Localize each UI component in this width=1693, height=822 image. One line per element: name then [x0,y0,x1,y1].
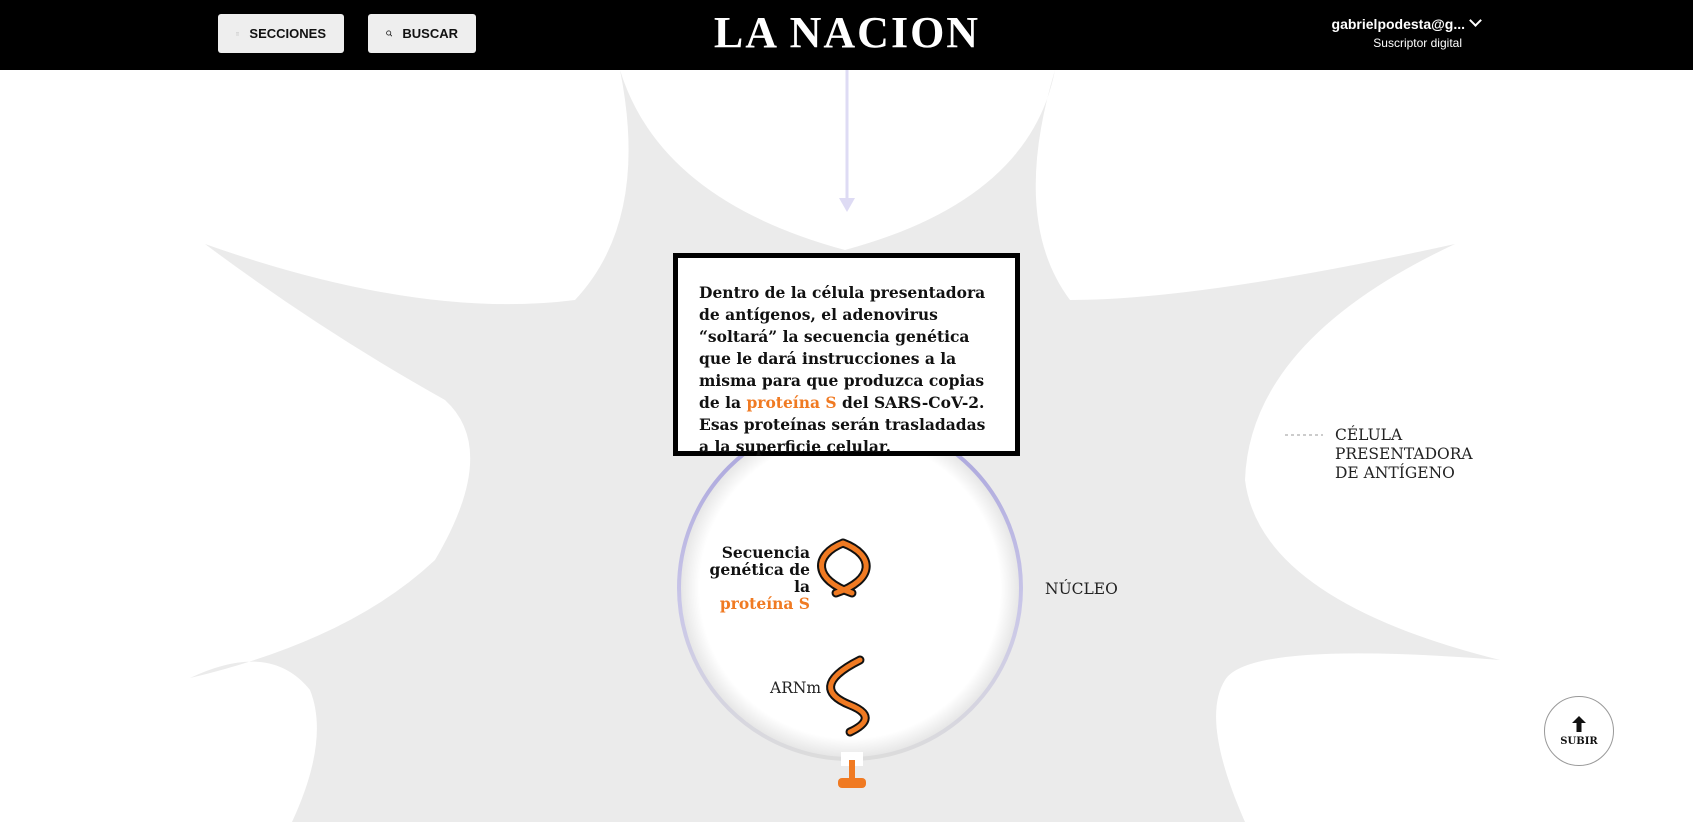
chevron-down-icon [1469,14,1482,27]
user-email: gabrielpodesta@g... [1331,16,1465,32]
cell-label-line2: PRESENTADORA [1335,445,1473,463]
explanation-text-part1: Dentro de la célula presentadora de antí… [699,283,986,412]
dna-sequence-glyph [817,538,871,598]
cell-label-line3: DE ANTÍGENO [1335,464,1455,482]
scroll-to-top-button[interactable]: SUBIR [1544,696,1614,766]
la-nacion-logo[interactable]: LA NACION [713,8,981,57]
mrna-label: ARNm [770,679,822,697]
sections-menu-label: SECCIONES [249,26,326,41]
explanation-text: Dentro de la célula presentadora de antí… [699,282,995,458]
subscriber-status: Suscriptor digital [1373,36,1462,50]
mrna-strand-glyph [826,655,870,737]
sequence-label-line2: genética de la [709,560,810,596]
nucleus-label: NÚCLEO [1045,580,1118,598]
hamburger-menu-icon [236,32,240,35]
protein-s-base [838,778,866,788]
antigen-presenting-cell-label: CÉLULA PRESENTADORA DE ANTÍGENO [1335,426,1495,483]
arrow-up-icon [1572,715,1586,732]
scroll-to-top-label: SUBIR [1560,735,1598,747]
search-icon [386,30,393,37]
explanation-textbox: Dentro de la célula presentadora de antí… [673,253,1020,456]
top-navigation-bar: SECCIONES BUSCAR LA NACION gabrielpodest… [0,0,1693,70]
protein-s-stem [849,760,855,782]
protein-s-highlight: proteína S [746,393,837,412]
sequence-label: Secuencia genética de la proteína S [690,544,810,612]
search-button[interactable]: BUSCAR [368,14,476,53]
sequence-label-line1: Secuencia [721,543,810,562]
cell-label-line1: CÉLULA [1335,426,1403,444]
entry-arrow-head [839,198,855,212]
explanation-text-part2: del SARS-CoV-2. Esas proteínas serán tra… [699,393,986,456]
nuclear-pore [841,752,863,766]
sequence-label-highlight: proteína S [719,594,810,613]
user-account-menu[interactable]: gabrielpodesta@g... Suscriptor digital [1300,14,1482,50]
search-button-label: BUSCAR [402,26,458,41]
sections-menu-button[interactable]: SECCIONES [218,14,344,53]
